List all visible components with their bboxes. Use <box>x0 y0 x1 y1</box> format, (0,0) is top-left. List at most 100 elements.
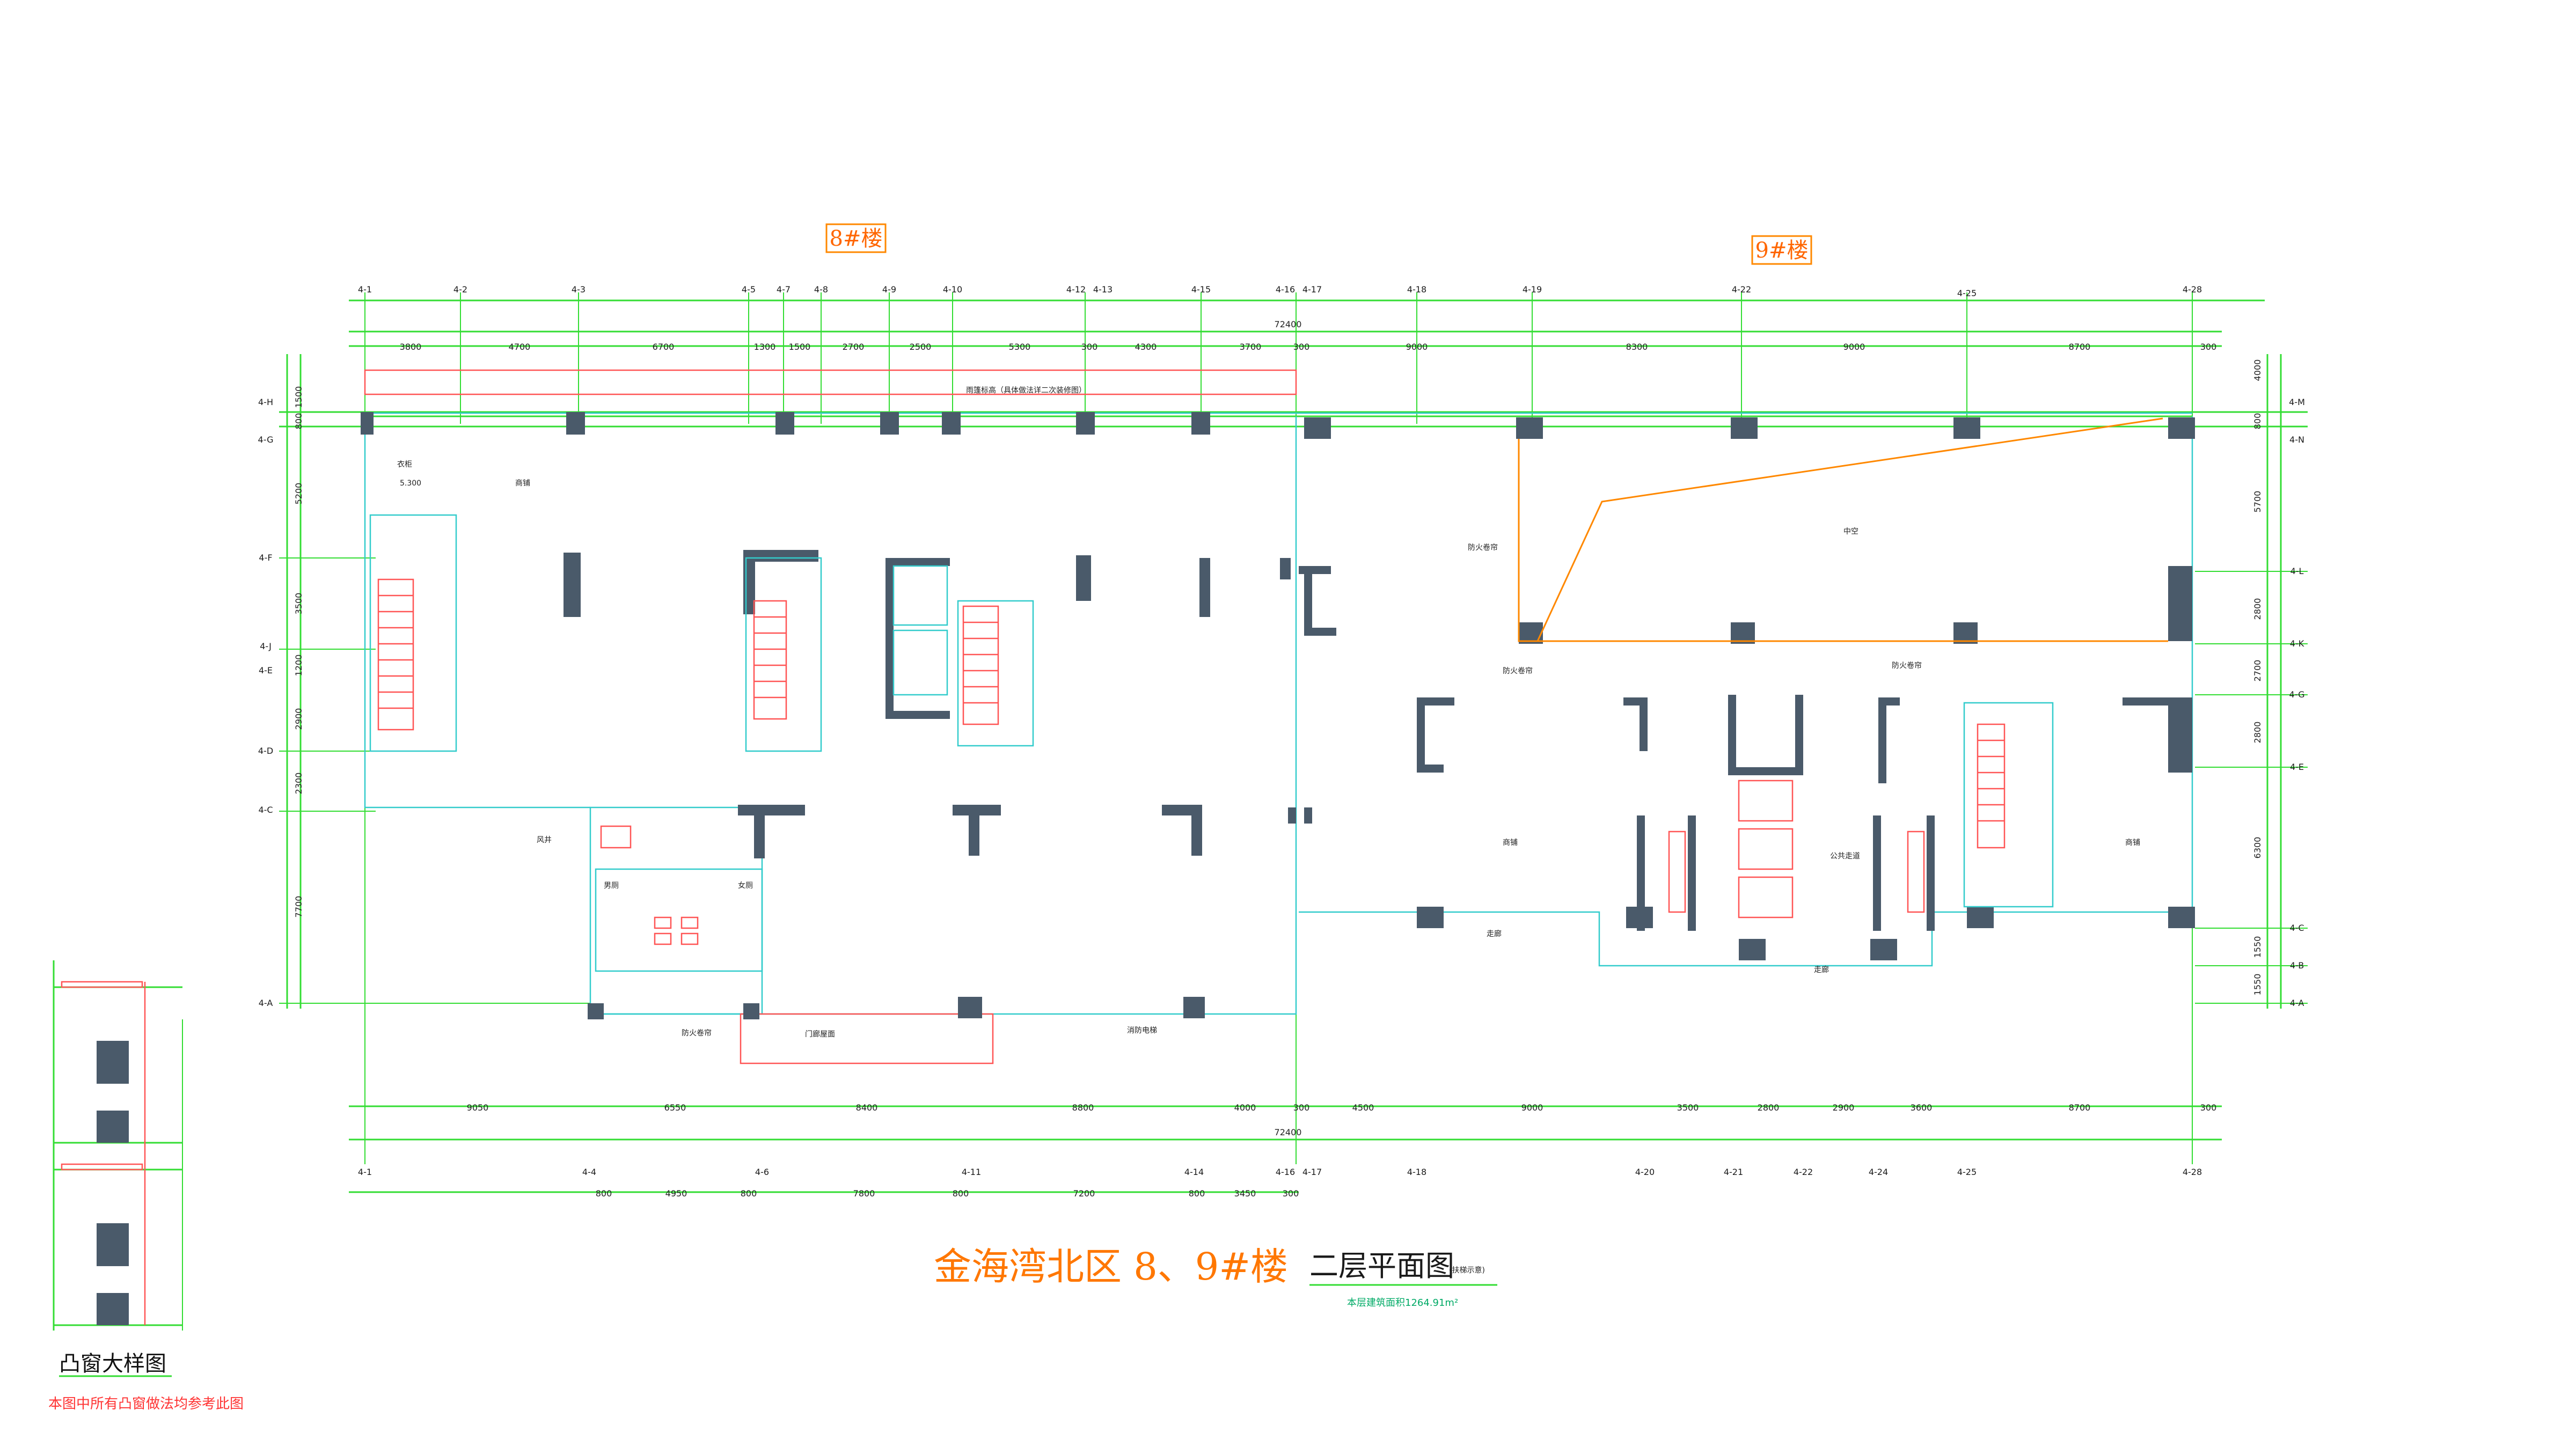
axis-label: 4-15 <box>1191 284 1211 295</box>
svg-text:8300: 8300 <box>1626 342 1648 352</box>
axis-label: 4-3 <box>572 284 586 295</box>
axis-label: 4-25 <box>1957 1167 1977 1177</box>
right-axis-labels: 4-M 4-N 4-L 4-K 4-G 4-E 4-C 4-B 4-A <box>2289 397 2305 1008</box>
svg-text:商铺: 商铺 <box>515 479 530 488</box>
axis-label: 4-2 <box>453 284 467 295</box>
axis-label: 4-6 <box>755 1167 769 1177</box>
svg-text:雨篷标高（具体做法详二次装修图）: 雨篷标高（具体做法详二次装修图） <box>966 386 1086 395</box>
svg-text:3600: 3600 <box>1911 1103 1933 1113</box>
axis-label: 4-21 <box>1724 1167 1743 1177</box>
axis-label: 4-N <box>2289 435 2304 445</box>
svg-text:300: 300 <box>2200 342 2217 352</box>
axis-label: 4-G <box>2289 689 2305 700</box>
svg-text:800: 800 <box>2252 413 2263 430</box>
axis-label: 4-4 <box>582 1167 596 1177</box>
bay-window-detail: 凸窗大样图 本图中所有凸窗做法均参考此图 <box>48 960 244 1412</box>
svg-text:2800: 2800 <box>2252 722 2263 744</box>
svg-text:3500: 3500 <box>294 593 304 615</box>
svg-text:800: 800 <box>596 1188 612 1199</box>
toilet-block: 男厕 女厕 <box>595 825 763 972</box>
axis-label: 4-E <box>259 665 273 675</box>
axis-label: 4-8 <box>814 284 828 295</box>
core-9 <box>1417 695 2192 931</box>
svg-text:5.300: 5.300 <box>400 479 421 488</box>
svg-text:72400: 72400 <box>1275 1127 1302 1137</box>
bottom-axis-labels: 4-1 4-4 4-6 4-11 4-14 4-16 4-17 4-18 4-2… <box>358 1167 2202 1177</box>
svg-text:300: 300 <box>1081 342 1098 352</box>
axis-label: 4-1 <box>358 284 372 295</box>
svg-text:凸窗大样图: 凸窗大样图 <box>59 1351 166 1376</box>
svg-text:2900: 2900 <box>1833 1103 1855 1113</box>
axis-label: 4-25 <box>1957 288 1977 298</box>
svg-text:9#楼: 9#楼 <box>1755 238 1809 263</box>
svg-text:6300: 6300 <box>2252 837 2263 859</box>
svg-text:消防电梯: 消防电梯 <box>1127 1026 1157 1035</box>
svg-text:3700: 3700 <box>1240 342 1262 352</box>
svg-text:4000: 4000 <box>2252 359 2263 381</box>
svg-text:风井: 风井 <box>537 836 552 844</box>
axis-label: 4-1 <box>358 1167 372 1177</box>
atrium-void <box>1518 417 2168 642</box>
svg-text:800: 800 <box>741 1188 757 1199</box>
svg-text:商铺: 商铺 <box>1503 839 1518 847</box>
svg-text:中空: 中空 <box>1843 527 1858 536</box>
axis-label: 4-7 <box>777 284 791 295</box>
axis-label: 4-22 <box>1794 1167 1813 1177</box>
svg-text:商铺: 商铺 <box>2125 839 2140 847</box>
axis-label: 4-L <box>2290 566 2304 576</box>
svg-text:1300: 1300 <box>754 342 776 352</box>
svg-text:1550: 1550 <box>2252 936 2263 958</box>
svg-text:5300: 5300 <box>1009 342 1031 352</box>
axis-label: 4-17 <box>1302 284 1322 295</box>
left-axis-labels: 4-H 4-G 4-F 4-J 4-E 4-D 4-C 4-A <box>258 397 274 1008</box>
axis-label: 4-12 <box>1066 284 1086 295</box>
room-labels: 衣柜 5.300 商铺 商铺 中空 商铺 风井 门廊屋面 防火卷帘 消防电梯 公… <box>397 386 2140 1039</box>
svg-text:金海湾北区 8、9#楼: 金海湾北区 8、9#楼 <box>934 1245 1288 1289</box>
bottom-dimension-text: 9050 6550 8400 8800 4000 300 4500 9000 3… <box>467 1103 2217 1199</box>
top-dimension-text: 72400 3800 4700 6700 1300 1500 2700 2500… <box>400 319 2217 352</box>
svg-text:9000: 9000 <box>1406 342 1428 352</box>
svg-text:7200: 7200 <box>1073 1188 1095 1199</box>
axis-label: 4-A <box>2290 998 2304 1008</box>
svg-text:2800: 2800 <box>2252 598 2263 620</box>
svg-text:4000: 4000 <box>1234 1103 1256 1113</box>
svg-text:门廊屋面: 门廊屋面 <box>805 1030 835 1039</box>
svg-text:300: 300 <box>1293 342 1310 352</box>
axis-label: 4-H <box>258 397 273 407</box>
svg-text:9050: 9050 <box>467 1103 489 1113</box>
stair-8-center <box>745 557 822 752</box>
building-outline <box>364 369 2193 1064</box>
svg-text:本层建筑面积1264.91m²: 本层建筑面积1264.91m² <box>1347 1297 1458 1309</box>
svg-text:72400: 72400 <box>1275 319 1302 329</box>
svg-text:5200: 5200 <box>294 483 304 505</box>
axis-label: 4-9 <box>882 284 896 295</box>
building-9-tag: 9#楼 <box>1751 235 1812 265</box>
svg-text:800: 800 <box>953 1188 969 1199</box>
structural-columns <box>361 412 2195 1019</box>
axis-label: 4-5 <box>742 284 756 295</box>
axis-label: 4-J <box>260 641 272 651</box>
axis-label: 4-17 <box>1302 1167 1322 1177</box>
svg-text:7700: 7700 <box>294 896 304 918</box>
svg-text:8700: 8700 <box>2069 342 2091 352</box>
svg-text:防火卷帘: 防火卷帘 <box>1503 667 1533 675</box>
axis-label: 4-E <box>2290 762 2304 772</box>
svg-text:2300: 2300 <box>294 773 304 795</box>
svg-text:300: 300 <box>1283 1188 1299 1199</box>
svg-text:8800: 8800 <box>1072 1103 1094 1113</box>
axis-label: 4-22 <box>1732 284 1751 295</box>
stair-8-left <box>369 514 457 752</box>
axis-label: 4-C <box>2289 923 2304 933</box>
svg-text:2700: 2700 <box>2252 660 2263 682</box>
svg-text:3450: 3450 <box>1234 1188 1256 1199</box>
axis-label: 4-K <box>2290 638 2304 649</box>
svg-text:2700: 2700 <box>843 342 865 352</box>
drawing-title: 金海湾北区 8、9#楼 二层平面图 (扶梯示意) 本层建筑面积1264.91m² <box>934 1245 1497 1309</box>
svg-text:防火卷帘: 防火卷帘 <box>1892 662 1922 670</box>
svg-text:本图中所有凸窗做法均参考此图: 本图中所有凸窗做法均参考此图 <box>48 1396 244 1412</box>
axis-label: 4-19 <box>1523 284 1542 295</box>
svg-text:2800: 2800 <box>1758 1103 1780 1113</box>
axis-label: 4-28 <box>2183 284 2202 295</box>
svg-text:1550: 1550 <box>2252 974 2263 996</box>
axis-label: 4-24 <box>1869 1167 1888 1177</box>
